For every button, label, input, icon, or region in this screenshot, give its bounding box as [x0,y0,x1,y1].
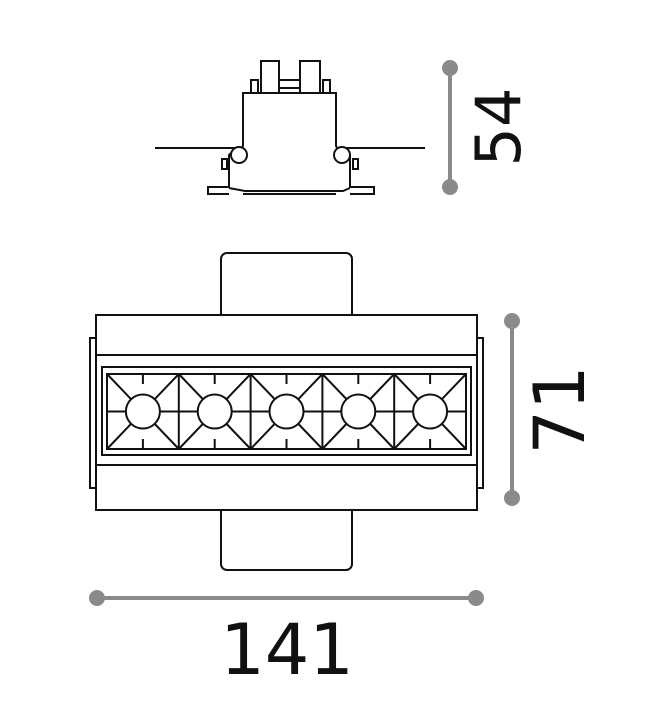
tab-left [250,79,259,94]
side-lip-right [476,337,484,489]
led-lens [124,393,161,430]
connector-right [299,60,321,94]
spring-top [220,252,353,324]
clip-right [352,158,359,170]
dimension-width-label: 141 [220,609,354,691]
led-lens [268,393,305,430]
body [228,92,351,192]
side-view [155,60,425,195]
dimension-height-label: 54 [462,88,535,167]
front-view [89,252,484,571]
led-cells [106,373,467,450]
spring-bottom [220,501,353,571]
dimension-width: 141 [89,590,484,691]
dimension-height: 54 [442,60,535,195]
dimension-depth: 71 [504,313,601,506]
led-lens [196,393,233,430]
connector-bridge [278,79,301,89]
flange-right [350,186,375,195]
led-lens [412,393,449,430]
tab-right [322,79,331,94]
side-lip-left [89,337,97,489]
pivot-left [230,146,248,164]
pivot-right [333,146,351,164]
dimension-depth-label: 71 [519,365,601,454]
led-lens [340,393,377,430]
flange-left [207,186,229,195]
connector-left [260,60,280,94]
clip-left [221,158,228,170]
